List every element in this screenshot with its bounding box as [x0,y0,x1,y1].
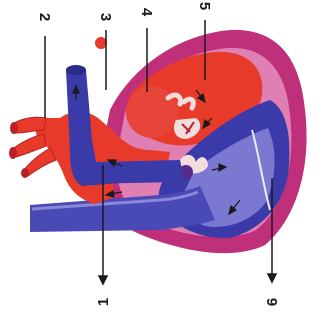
label-1: 1 [95,298,112,306]
label-5: 5 [196,2,213,10]
label-6: 6 [264,298,281,306]
label-4: 4 [138,8,155,17]
label-3: 3 [97,13,114,21]
label-2: 2 [36,13,53,21]
pulmonary-vessel-dot [95,37,107,49]
svc-opening [66,65,86,75]
